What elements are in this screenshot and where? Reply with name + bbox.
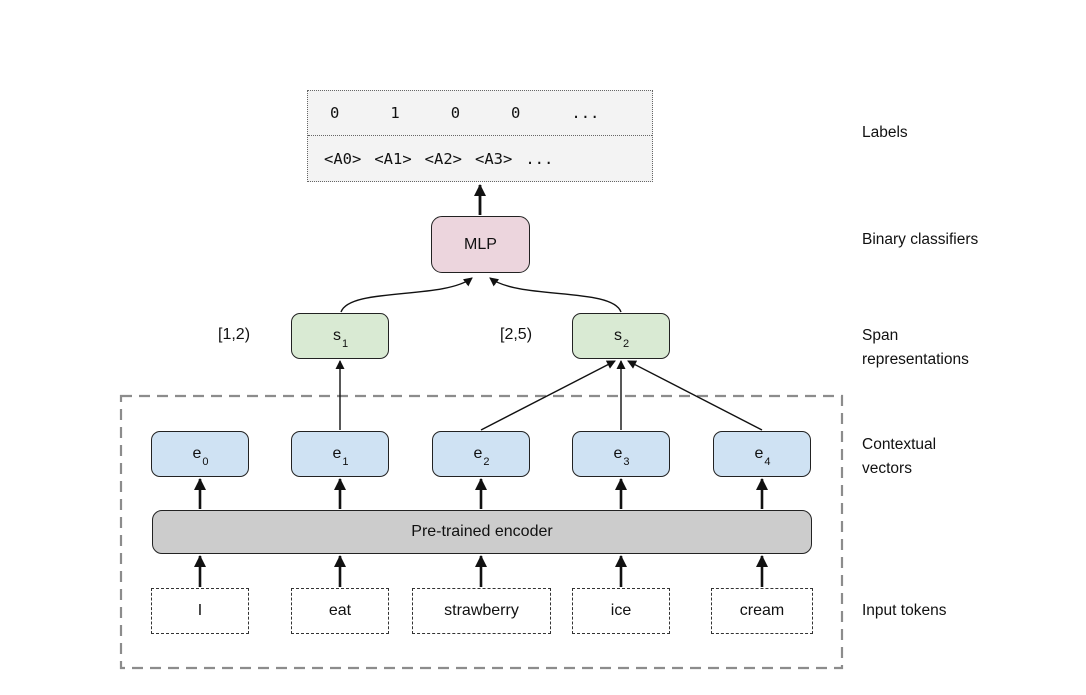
span2-label: s2	[613, 327, 630, 351]
token-label: I	[197, 602, 203, 619]
token-box-strawberry: strawberry	[412, 588, 551, 634]
labels-output-box: 0 1 0 0 ... <A0> <A1> <A2> <A3> ...	[307, 90, 653, 182]
span1-box: s1	[291, 313, 389, 359]
mlp-box: MLP	[431, 216, 530, 273]
token-label: eat	[328, 602, 352, 619]
mlp-label: MLP	[464, 235, 497, 253]
vector-e4-box: e4	[713, 431, 811, 477]
token-box-i: I	[151, 588, 249, 634]
vector-e1-box: e1	[291, 431, 389, 477]
side-label-labels: Labels	[862, 124, 908, 141]
answer-token: <A2>	[424, 149, 462, 168]
vector-e1-label: e1	[332, 445, 349, 469]
side-label-binary-classifiers: Binary classifiers	[862, 231, 979, 248]
span1-interval-label: [1,2)	[218, 326, 251, 343]
arrow-e4-to-s2	[627, 360, 763, 431]
encoder-label: Pre-trained encoder	[411, 523, 553, 540]
token-label: ice	[610, 602, 632, 619]
vector-e3-box: e3	[572, 431, 670, 477]
binary-label: 0	[450, 104, 461, 122]
side-label-input-tokens: Input tokens	[862, 602, 947, 619]
span1-label: s1	[332, 327, 349, 351]
vector-e2-box: e2	[432, 431, 530, 477]
arrow-s2-to-mlp	[489, 277, 622, 313]
arrow-e2-to-s2	[480, 360, 616, 431]
binary-label: 0	[330, 104, 340, 122]
pretrained-encoder-bar: Pre-trained encoder	[152, 510, 812, 554]
token-box-cream: cream	[711, 588, 813, 634]
binary-label-ellipsis: ...	[571, 104, 600, 122]
token-label: strawberry	[444, 602, 519, 619]
token-box-eat: eat	[291, 588, 389, 634]
binary-label: 0	[511, 104, 521, 122]
vector-e3-label: e3	[613, 445, 630, 469]
answer-token: <A1>	[374, 149, 412, 168]
binary-label: 1	[390, 104, 400, 122]
vector-e4-label: e4	[754, 445, 771, 469]
answer-token: <A3>	[474, 149, 513, 168]
vector-e2-label: e2	[473, 445, 490, 469]
token-label: cream	[739, 602, 785, 619]
arrow-s1-to-mlp	[340, 277, 473, 313]
vector-e0-box: e0	[151, 431, 249, 477]
span2-interval-label: [2,5)	[500, 326, 533, 343]
vector-e0-label: e0	[192, 445, 209, 469]
answer-token-ellipsis: ...	[525, 149, 554, 168]
span2-box: s2	[572, 313, 670, 359]
answer-token-row: <A0> <A1> <A2> <A3> ...	[308, 136, 652, 181]
binary-labels-row: 0 1 0 0 ...	[308, 91, 652, 136]
answer-token: <A0>	[324, 149, 362, 168]
token-box-ice: ice	[572, 588, 670, 634]
